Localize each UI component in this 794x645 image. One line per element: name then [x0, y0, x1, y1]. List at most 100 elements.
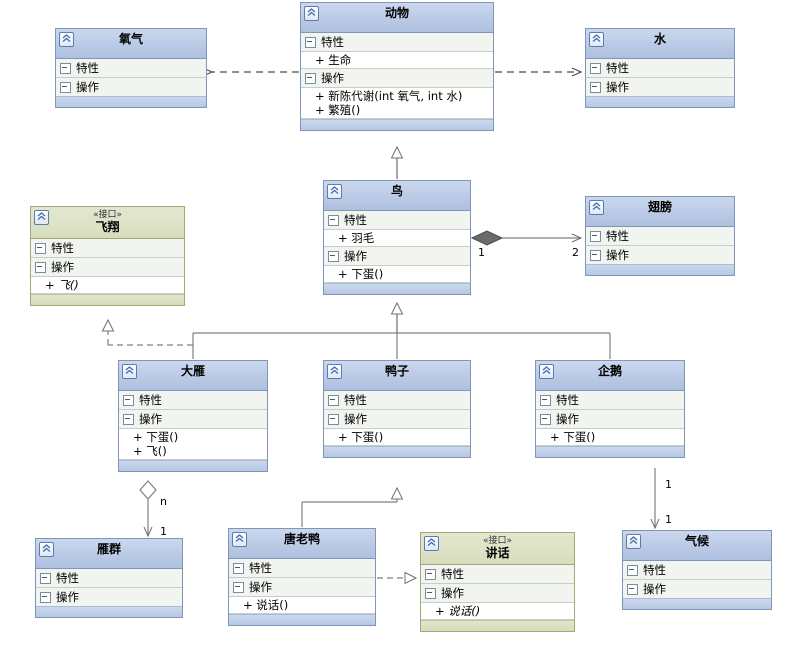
- attributes-section[interactable]: 特性: [56, 59, 206, 78]
- class-box-speak[interactable]: «接口»讲话特性操作+ 说话(): [420, 532, 575, 632]
- class-footer: [119, 460, 267, 471]
- collapse-icon[interactable]: [425, 588, 436, 599]
- attributes-section[interactable]: 特性: [536, 391, 684, 410]
- collapse-icon[interactable]: [123, 414, 134, 425]
- class-body-fly: 特性操作+ 飞(): [31, 239, 184, 294]
- collapse-icon[interactable]: [590, 231, 601, 242]
- collapse-icon[interactable]: [590, 82, 601, 93]
- class-body-bird: 特性+ 羽毛操作+ 下蛋(): [324, 211, 470, 283]
- operations-section[interactable]: 操作: [536, 410, 684, 429]
- operations-section[interactable]: 操作: [586, 78, 734, 96]
- class-header-goose: 大雁: [119, 361, 267, 391]
- operations-label: 操作: [606, 80, 629, 94]
- attributes-section[interactable]: 特性: [324, 211, 470, 230]
- operations-section[interactable]: 操作: [324, 247, 470, 266]
- operations-section[interactable]: 操作: [324, 410, 470, 429]
- class-box-flock[interactable]: 雁群特性操作: [35, 538, 183, 618]
- class-box-bird[interactable]: 鸟特性+ 羽毛操作+ 下蛋(): [323, 180, 471, 295]
- attributes-section[interactable]: 特性: [623, 561, 771, 580]
- attributes-section[interactable]: 特性: [31, 239, 184, 258]
- operations-section[interactable]: 操作: [623, 580, 771, 598]
- operations-section[interactable]: 操作: [56, 78, 206, 96]
- collapse-icon[interactable]: [328, 215, 339, 226]
- operations-section[interactable]: 操作: [229, 578, 375, 597]
- operations-section[interactable]: 操作: [36, 588, 182, 606]
- attributes-label: 特性: [441, 567, 464, 581]
- collapse-icon[interactable]: [540, 414, 551, 425]
- class-name: 唐老鸭: [283, 532, 320, 546]
- collapse-icon[interactable]: [40, 592, 51, 603]
- attributes-section[interactable]: 特性: [586, 227, 734, 246]
- collapse-icon[interactable]: [590, 250, 601, 261]
- operations-section[interactable]: 操作: [119, 410, 267, 429]
- attributes-section[interactable]: 特性: [301, 33, 493, 52]
- class-box-fly[interactable]: «接口»飞翔特性操作+ 飞(): [30, 206, 185, 306]
- class-icon: [39, 542, 54, 557]
- attributes-section[interactable]: 特性: [36, 569, 182, 588]
- class-box-duck[interactable]: 鸭子特性操作+ 下蛋(): [323, 360, 471, 458]
- class-box-wing[interactable]: 翅膀特性操作: [585, 196, 735, 276]
- class-footer: [301, 119, 493, 130]
- class-box-goose[interactable]: 大雁特性操作+ 下蛋()+ 飞(): [118, 360, 268, 472]
- collapse-icon[interactable]: [627, 565, 638, 576]
- collapse-icon[interactable]: [35, 262, 46, 273]
- attributes-label: 特性: [643, 563, 666, 577]
- attributes-section[interactable]: 特性: [229, 559, 375, 578]
- operation-item: + 下蛋(): [338, 267, 384, 281]
- operations-section[interactable]: 操作: [31, 258, 184, 277]
- class-name: 氧气: [118, 32, 143, 46]
- collapse-icon[interactable]: [60, 82, 71, 93]
- collapse-icon[interactable]: [328, 251, 339, 262]
- collapse-icon[interactable]: [40, 573, 51, 584]
- class-icon: [59, 32, 74, 47]
- collapse-icon[interactable]: [425, 569, 436, 580]
- attributes-section[interactable]: 特性: [324, 391, 470, 410]
- class-box-water[interactable]: 水特性操作: [585, 28, 735, 108]
- class-footer: [586, 96, 734, 107]
- edge-label-penguin-climate-src: 1: [665, 478, 672, 491]
- collapse-icon[interactable]: [328, 395, 339, 406]
- collapse-icon[interactable]: [35, 243, 46, 254]
- attributes-section[interactable]: 特性: [586, 59, 734, 78]
- operations-section[interactable]: 操作: [586, 246, 734, 264]
- operations-label: 操作: [56, 590, 79, 604]
- collapse-icon[interactable]: [590, 63, 601, 74]
- edge-subclasses-bird: [192, 301, 611, 359]
- collapse-icon[interactable]: [305, 73, 316, 84]
- class-body-goose: 特性操作+ 下蛋()+ 飞(): [119, 391, 267, 460]
- class-body-duck: 特性操作+ 下蛋(): [324, 391, 470, 446]
- collapse-icon[interactable]: [123, 395, 134, 406]
- class-name: 企鹅: [597, 364, 622, 378]
- class-box-climate[interactable]: 气候特性操作: [622, 530, 772, 610]
- edge-goose-fly: [101, 318, 193, 346]
- attributes-section[interactable]: 特性: [421, 565, 574, 584]
- class-icon: [327, 184, 342, 199]
- class-header-flock: 雁群: [36, 539, 182, 569]
- class-box-oxygen[interactable]: 氧气特性操作: [55, 28, 207, 108]
- collapse-icon[interactable]: [233, 563, 244, 574]
- collapse-icon[interactable]: [627, 584, 638, 595]
- collapse-icon[interactable]: [305, 37, 316, 48]
- operations-section[interactable]: 操作: [421, 584, 574, 603]
- class-box-animal[interactable]: 动物特性+ 生命操作+ 新陈代谢(int 氧气, int 水)+ 繁殖(): [300, 2, 494, 131]
- operations-section[interactable]: 操作: [301, 69, 493, 88]
- class-header-bird: 鸟: [324, 181, 470, 211]
- class-footer: [536, 446, 684, 457]
- operation-list: + 下蛋()+ 飞(): [119, 429, 267, 460]
- class-icon: [34, 210, 49, 225]
- class-body-oxygen: 特性操作: [56, 59, 206, 96]
- class-box-donald[interactable]: 唐老鸭特性操作+ 说话(): [228, 528, 376, 626]
- edge-label-bird-wing-dst: 2: [572, 246, 579, 259]
- collapse-icon[interactable]: [60, 63, 71, 74]
- collapse-icon[interactable]: [540, 395, 551, 406]
- operation-list: + 下蛋(): [536, 429, 684, 446]
- operation-item: + 飞(): [133, 444, 167, 458]
- collapse-icon[interactable]: [233, 582, 244, 593]
- collapse-icon[interactable]: [328, 414, 339, 425]
- attributes-label: 特性: [344, 393, 367, 407]
- class-box-penguin[interactable]: 企鹅特性操作 + 下蛋(): [535, 360, 685, 458]
- operations-label: 操作: [556, 412, 579, 426]
- class-header-climate: 气候: [623, 531, 771, 561]
- class-name: 气候: [684, 534, 709, 548]
- attributes-section[interactable]: 特性: [119, 391, 267, 410]
